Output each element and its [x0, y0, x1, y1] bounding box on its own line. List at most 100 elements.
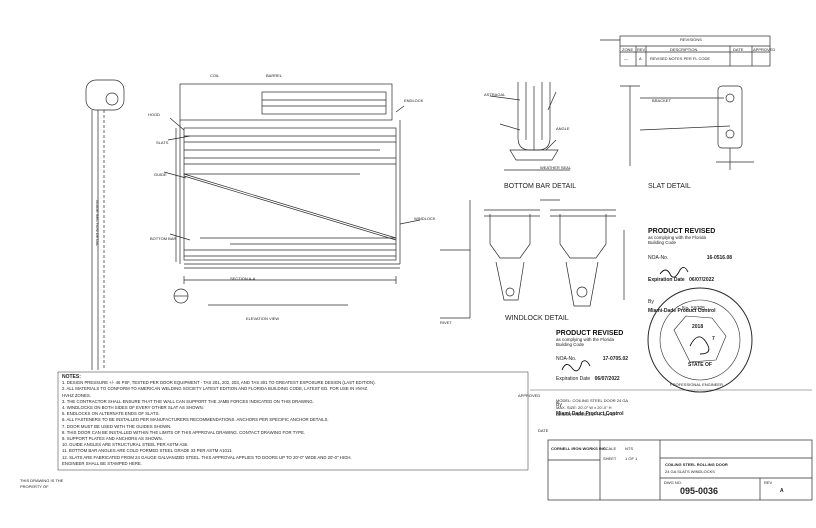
- stamp1-by-label: By: [648, 299, 654, 305]
- title-rev-value: A: [780, 488, 784, 494]
- note-item: 9. SUPPORT PLATES AND ANCHORS AS SHOWN.: [62, 436, 163, 442]
- stamp1-dept: Miami-Dade Product Control: [648, 308, 716, 314]
- stamp2-dept: Miami-Dade Product Control: [556, 411, 624, 417]
- general-notes: NOTES: 1. DESIGN PRESSURE +/- 46 PSF, TE…: [62, 374, 376, 467]
- title-scale-label: SCALE: [603, 446, 617, 451]
- revision-col-zone: ZONE: [622, 47, 634, 52]
- corner-note-line1: THIS DRAWING IS THE: [20, 478, 64, 483]
- title-dwg-number: 095-0036: [680, 486, 719, 496]
- note-item: 7. DOOR MUST BE USED WITH THE GUIDES SHO…: [62, 423, 172, 429]
- signature-mark-2: [561, 360, 591, 372]
- label-bottom-bar: BOTTOM BAR: [150, 236, 177, 241]
- approval-line1: MODEL: COILING STEEL DOOR 24 GA: [556, 398, 629, 403]
- revision-row-rev: A: [639, 56, 642, 61]
- stamp2-line2: Building Code: [556, 342, 585, 347]
- note-item: 10. GUIDE ANGLES ARE STRUCTURAL STEEL PE…: [62, 442, 189, 448]
- approval-label: APPROVED: [518, 393, 541, 398]
- stamp1-noa-value: 16-0516.08: [706, 255, 733, 261]
- title-sheet-label: SHEET: [603, 456, 617, 461]
- product-revised-stamp-1: PRODUCT REVISED as complying with the Fl…: [648, 228, 768, 314]
- label-bracket: BRACKET: [652, 98, 671, 103]
- title-drawing-title: COILING STEEL ROLLING DOOR: [665, 462, 728, 467]
- note-item: 3. THE CONTRACTOR SHALL ENSURE THAT THE …: [62, 398, 314, 404]
- bottom-bar-detail-title: BOTTOM BAR DETAIL: [504, 183, 577, 190]
- stamp2-noa-label: NOA-No.: [556, 356, 577, 362]
- note-item: 1. DESIGN PRESSURE +/- 46 PSF, TESTED PE…: [62, 380, 376, 386]
- revision-row-description: REVISED NOTES PER FL CODE: [650, 56, 711, 61]
- stamp2-line1: as complying with the Florida: [556, 337, 615, 342]
- revision-header: REVISIONS: [680, 37, 702, 42]
- stamp2-expiration-value: 06/07/2022: [594, 376, 620, 382]
- label-windlock: WINDLOCK: [414, 216, 436, 221]
- title-scale-value: NTS: [625, 446, 633, 451]
- label-coil: COIL: [210, 73, 220, 78]
- title-dwg-label: DWG NO.: [664, 480, 682, 485]
- stamp2-noa-value: 17-0705.02: [602, 356, 629, 362]
- product-revised-stamp-2: PRODUCT REVISED as complying with the Fl…: [556, 330, 656, 417]
- slat-detail-drawing: [717, 85, 743, 149]
- title-subtitle: 24 GA SLATS WINDLOCKS: [665, 469, 715, 474]
- label-angle: ANGLE: [556, 126, 570, 131]
- label-guide: GUIDE: [154, 172, 167, 177]
- label-slats: SLATS: [156, 140, 169, 145]
- note-item: 5. ENDLOCKS ON ALTERNATE ENDS OF SLATS.: [62, 411, 160, 417]
- corner-note-line2: PROPERTY OF: [20, 484, 49, 489]
- note-item: 6. ALL FASTENERS TO BE INSTALLED PER MAN…: [62, 417, 329, 423]
- seal-signed: 7: [712, 336, 715, 342]
- revision-col-rev: REV: [637, 47, 646, 52]
- guide-profile-left: [85, 79, 125, 111]
- label-endlock: ENDLOCK: [404, 98, 424, 103]
- door-curtain: [183, 127, 397, 261]
- label-hood: HOOD: [148, 112, 160, 117]
- stamp1-expiration-label: Expiration Date: [648, 277, 685, 283]
- coil-housing: [179, 83, 393, 121]
- notes-header: NOTES:: [62, 374, 81, 380]
- note-item: 8. THIS DOOR CAN BE INSTALLED WITHIN THE…: [62, 429, 306, 435]
- engineer-seal: [647, 287, 753, 393]
- stamp1-noa-label: NOA-No.: [648, 255, 669, 261]
- seal-number: No. 58705: [682, 306, 706, 312]
- note-item: HVHZ ZONES.: [62, 392, 91, 398]
- note-item: 2. ALL MATERIALS TO CONFORM TO AMERICAN …: [62, 386, 369, 392]
- note-item: 12. SLATS ARE FABRICATED FROM 24 GAUGE G…: [62, 454, 352, 460]
- approval-line2: MAX. SIZE: 20'-0" W x 20'-0" H: [556, 405, 612, 410]
- signature-mark-seal: [689, 336, 710, 355]
- note-item: 4. WINDLOCKS ON BOTH SIDES OF EVERY OTHE…: [62, 405, 204, 411]
- revision-col-description: DESCRIPTION: [670, 47, 698, 52]
- title-rev-label: REV: [764, 480, 773, 485]
- windlock-detail-title: WINDLOCK DETAIL: [505, 315, 569, 322]
- windlock-detail-left: [489, 214, 531, 259]
- stamp1-line1: as complying with the Florida: [648, 235, 707, 240]
- label-rivet: RIVET: [440, 320, 452, 325]
- title-company: CORNELL IRON WORKS INC.: [551, 446, 607, 451]
- label-barrel: BARREL: [266, 73, 283, 78]
- stamp1-title: PRODUCT REVISED: [648, 228, 716, 235]
- notes-frame: [57, 371, 529, 471]
- guide-hole-left: [105, 92, 119, 106]
- seal-state: STATE OF: [688, 362, 712, 368]
- label-weatherseal: WEATHER SEAL: [540, 165, 572, 170]
- seal-year: 2018: [692, 324, 704, 330]
- stamp1-line2: Building Code: [648, 240, 677, 245]
- seal-outer-text: PROFESSIONAL ENGINEER: [670, 382, 723, 387]
- stamp2-by-label: By: [556, 402, 562, 408]
- label-astragal: ASTRAGAL: [484, 92, 506, 97]
- revision-table-frame: [619, 35, 771, 67]
- signature-mark-1: [659, 267, 689, 278]
- title-sheet-value: 1 OF 1: [625, 456, 638, 461]
- approval-date-label: DATE: [538, 428, 549, 433]
- section-title: SECTION A-A: [230, 276, 256, 281]
- guide-section-title: GUIDE SECTION DETAIL: [95, 200, 100, 247]
- elevation-title: ELEVATION VIEW: [246, 316, 280, 321]
- note-item: 11. BOTTOM BAR ANGLES ARE COLD FORMED ST…: [62, 448, 233, 454]
- revision-row-zone: —: [624, 56, 628, 61]
- revision-col-date: DATE: [733, 47, 744, 52]
- windlock-detail-right: [559, 214, 607, 259]
- note-item: ENGINEER SHALL BE STAMPED HERE.: [62, 460, 142, 466]
- stamp2-title: PRODUCT REVISED: [556, 330, 624, 337]
- stamp2-expiration-label: Expiration Date: [556, 376, 591, 382]
- revision-col-approved: APPROVED: [753, 47, 776, 52]
- approval-line3: DESIGN PRESSURE: +/- 46 PSF: [556, 412, 616, 417]
- title-block-frame: [547, 439, 813, 501]
